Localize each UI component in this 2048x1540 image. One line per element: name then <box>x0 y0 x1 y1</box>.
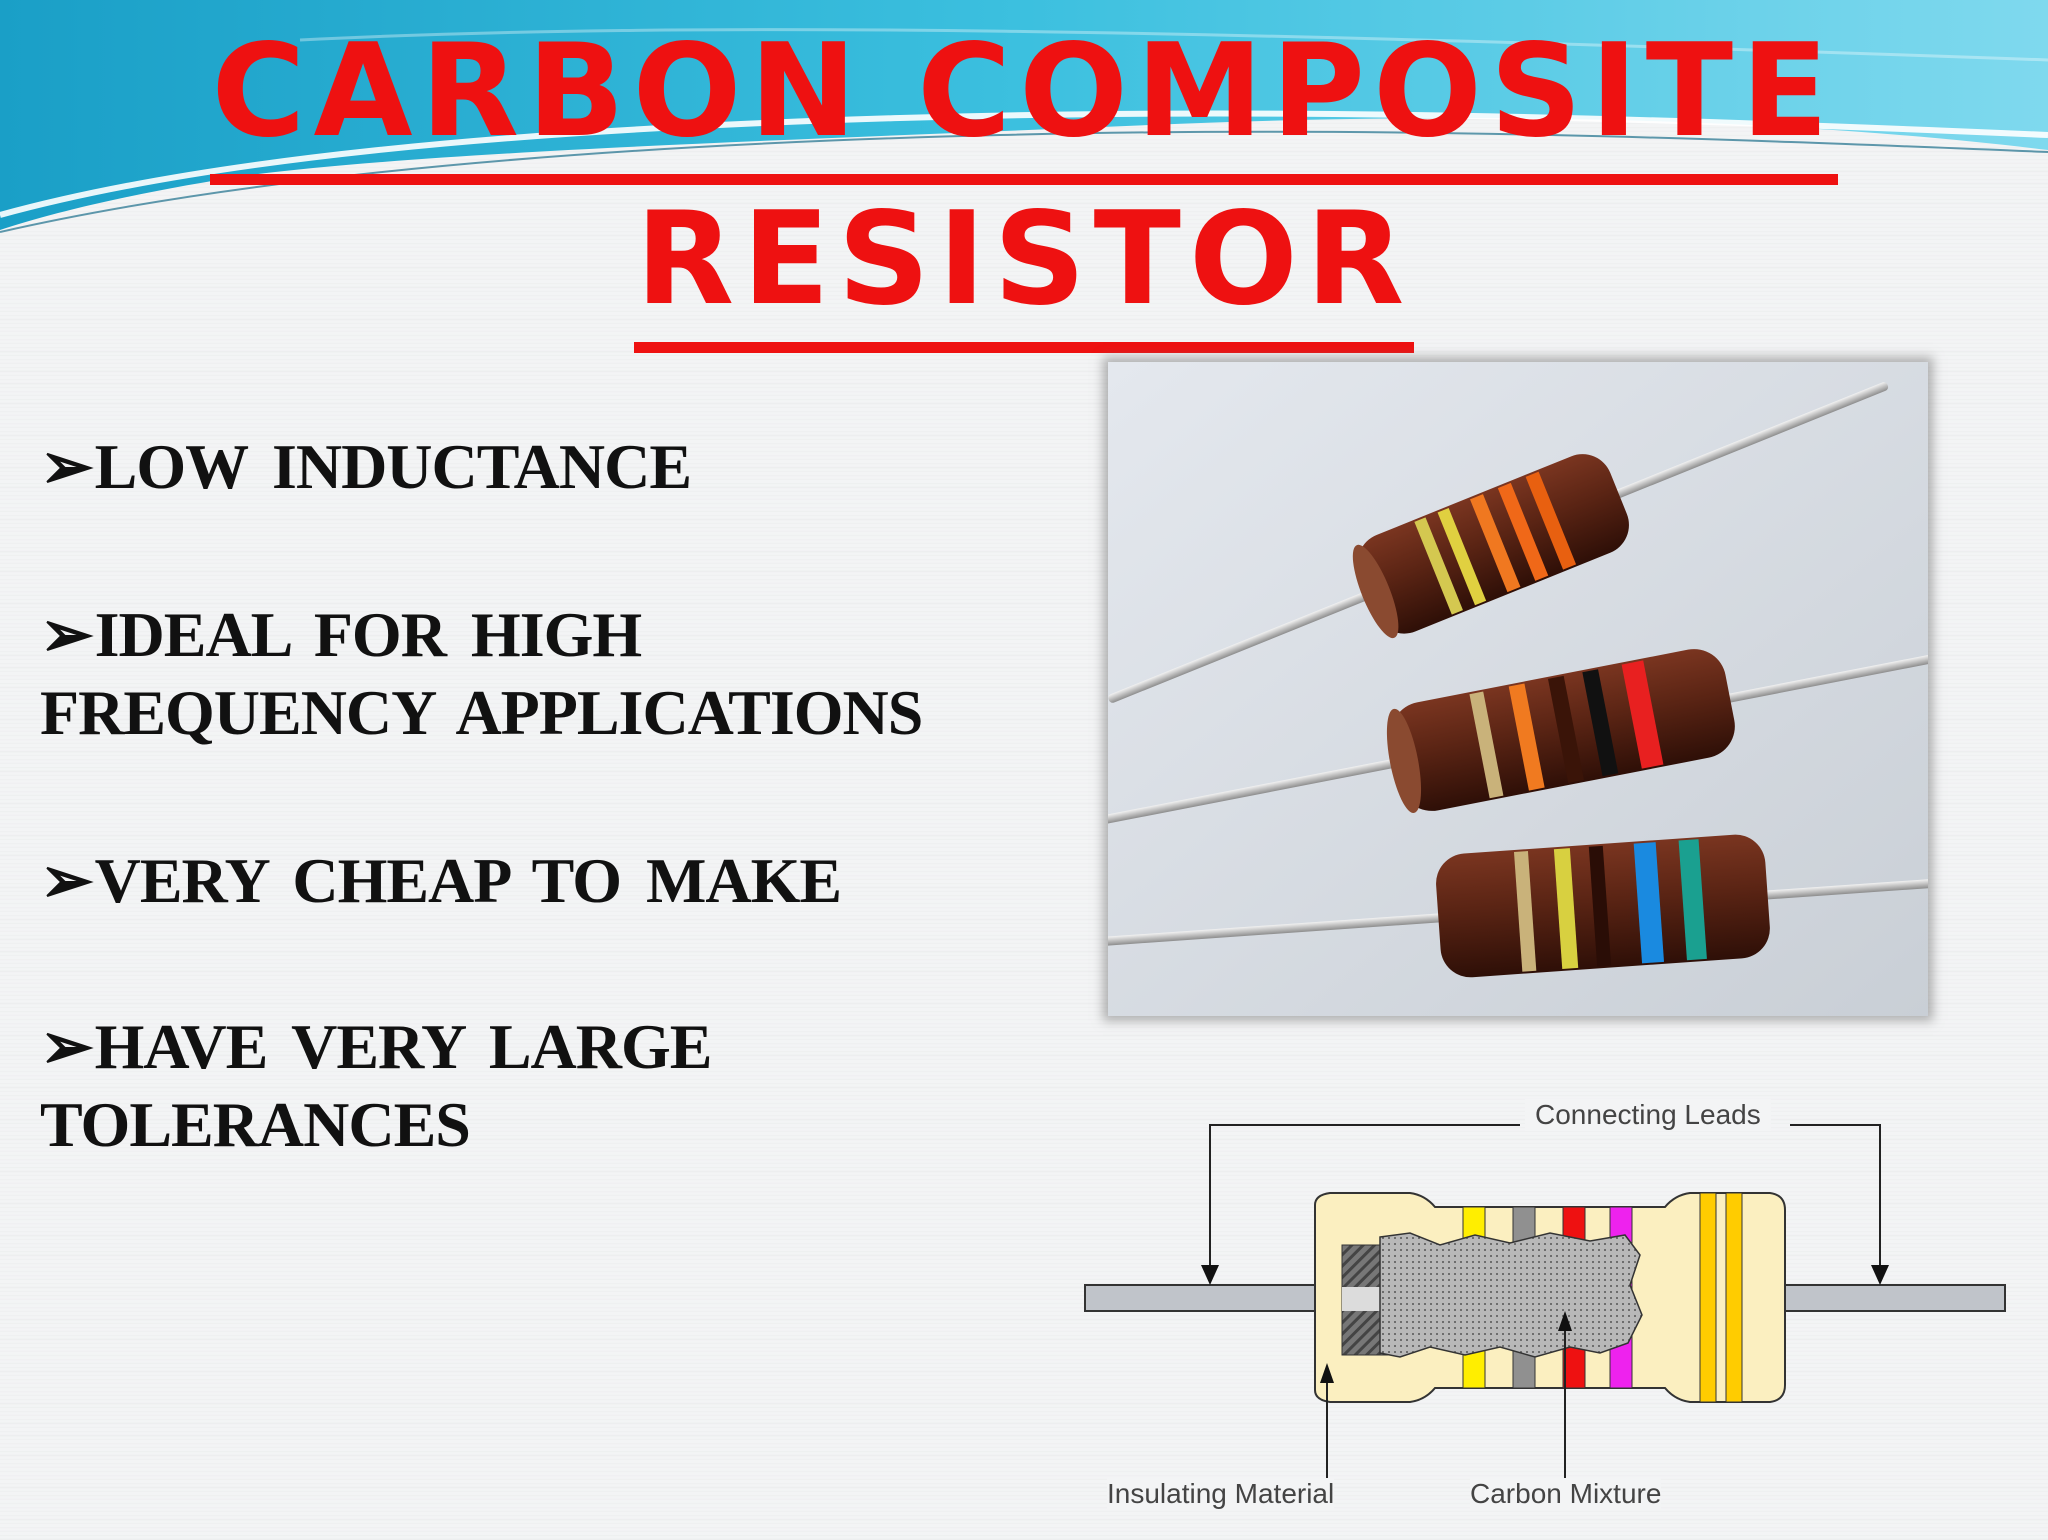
bullet-text: LOW INDUCTANCE <box>94 431 692 502</box>
resistor-1 <box>1108 382 1889 703</box>
bullet-high-frequency: ➢IDEAL FOR HIGH FREQUENCY APPLICATIONS <box>40 596 1060 752</box>
arrowhead-icon <box>1558 1311 1572 1331</box>
right-lead <box>1769 1284 2006 1312</box>
slide-title-line2: RESISTOR <box>0 185 2048 353</box>
arrowhead-icon <box>1871 1265 1889 1285</box>
resistor-3 <box>1108 834 1928 978</box>
arrowhead-icon <box>1201 1265 1219 1285</box>
label-insulating-material: Insulating Material <box>1107 1478 1335 1510</box>
bullet-text: VERY CHEAP TO MAKE <box>94 845 842 916</box>
bullet-cheap-to-make: ➢VERY CHEAP TO MAKE <box>40 842 1060 920</box>
left-lead <box>1084 1284 1316 1312</box>
arrowhead-icon <box>1320 1363 1334 1383</box>
arrow-bullet-icon: ➢ <box>40 845 94 916</box>
bullet-low-inductance: ➢LOW INDUCTANCE <box>40 428 1060 506</box>
bullet-text: HAVE VERY LARGE <box>94 1011 713 1082</box>
arrow-bullet-icon: ➢ <box>40 431 94 502</box>
bullet-text-continued: FREQUENCY APPLICATIONS <box>40 677 923 748</box>
label-carbon-mixture: Carbon Mixture <box>1470 1478 1662 1510</box>
bullet-text: IDEAL FOR HIGH <box>94 599 643 670</box>
resistor-2 <box>1108 644 1928 824</box>
bullet-large-tolerances: ➢HAVE VERY LARGE TOLERANCES <box>40 1008 1060 1164</box>
bullet-text-continued: TOLERANCES <box>40 1089 471 1160</box>
slide-title-line1: CARBON COMPOSITE <box>0 17 2048 185</box>
arrow-bullet-icon: ➢ <box>40 1011 94 1082</box>
label-connecting-leads: Connecting Leads <box>1525 1099 1771 1131</box>
resistor-cross-section-diagram: Connecting Leads Insulating Material Car… <box>1080 1085 2020 1535</box>
resistor-photo <box>1108 362 1928 1016</box>
header-wave-decoration <box>0 0 2048 233</box>
carbon-mixture <box>1379 1232 1643 1358</box>
arrow-bullet-icon: ➢ <box>40 599 94 670</box>
